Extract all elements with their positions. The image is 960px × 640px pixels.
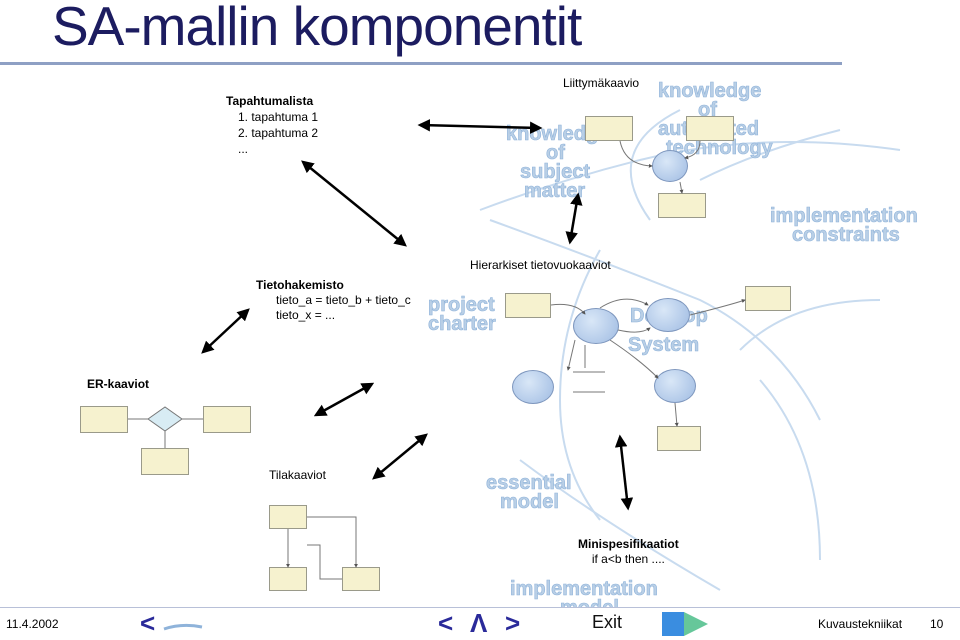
- footer-page-number: 10: [930, 617, 944, 631]
- footer-bar: [0, 607, 960, 640]
- liittymakaavio-box-right: [686, 116, 734, 141]
- tietohakemisto-line: tieto_a = tieto_b + tieto_c: [276, 293, 411, 307]
- nav-up-button[interactable]: Λ: [470, 608, 488, 638]
- minispesifikaatiot-block: Minispesifikaatiot if a<b then ....: [578, 537, 679, 567]
- footer-date: 11.4.2002: [6, 617, 59, 631]
- tapahtumalista-line: 2. tapahtuma 2: [238, 126, 319, 140]
- hierarkiset-heading: Hierarkiset tietovuokaaviot: [470, 258, 611, 272]
- dfd-box-left: [505, 293, 551, 318]
- exit-label: Exit: [592, 612, 623, 632]
- tilakaaviot-heading: Tilakaaviot: [269, 468, 326, 482]
- footer-course-name: Kuvaustekniikat: [818, 617, 903, 631]
- tapahtumalista-block: Tapahtumalista 1. tapahtuma 1 2. tapahtu…: [226, 93, 318, 157]
- dfd-process-3: [512, 370, 554, 404]
- exit-door-icon[interactable]: [660, 610, 712, 638]
- tietohakemisto-line: tieto_x = ...: [276, 308, 336, 322]
- tietohakemisto-heading: Tietohakemisto: [256, 278, 344, 292]
- dfd-process-1: [573, 308, 619, 344]
- tapahtumalista-heading: Tapahtumalista: [226, 94, 314, 108]
- exit-button[interactable]: Exit: [592, 612, 622, 633]
- minispesifikaatiot-line: if a<b then ....: [591, 552, 665, 566]
- watermark-implementation-constraints: implementation constraints: [770, 205, 918, 246]
- dfd-process-2: [646, 298, 690, 332]
- state-box-top: [269, 505, 307, 529]
- er-relationship-diamond: [147, 406, 183, 432]
- nav-prev-button[interactable]: <: [438, 608, 454, 638]
- liittymakaavio-box-top: [585, 116, 633, 141]
- tietohakemisto-block: Tietohakemisto tieto_a = tieto_b + tieto…: [256, 278, 411, 323]
- watermark-project-charter: project charter: [428, 294, 496, 335]
- slide-title: SA-mallin komponentit: [52, 0, 582, 57]
- tapahtumalista-line: ...: [238, 142, 249, 156]
- liittymakaavio-heading: Liittymäkaavio: [563, 76, 640, 90]
- dfd-process-4: [654, 369, 696, 403]
- nav-next-button[interactable]: >: [505, 608, 521, 638]
- watermark-essential-model: essential model: [486, 472, 572, 513]
- dfd-box-right: [745, 286, 791, 311]
- nav-first-button[interactable]: <: [140, 608, 156, 638]
- minispesifikaatiot-heading: Minispesifikaatiot: [578, 537, 679, 551]
- er-entity-right: [203, 406, 251, 433]
- er-entity-left: [80, 406, 128, 433]
- er-entity-bottom: [141, 448, 189, 475]
- dfd-box-bottom: [657, 426, 701, 451]
- university-logo-gear-icon: [163, 623, 203, 631]
- state-box-bottom-right: [342, 567, 380, 591]
- er-kaaviot-heading: ER-kaaviot: [87, 377, 150, 391]
- tapahtumalista-line: 1. tapahtuma 1: [238, 110, 319, 124]
- title-underline: [0, 62, 842, 65]
